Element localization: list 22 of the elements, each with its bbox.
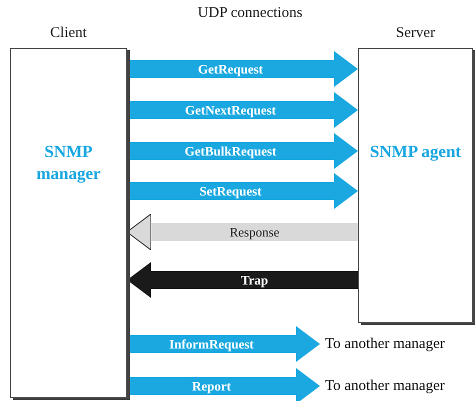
edge-label: InformRequest — [169, 338, 254, 350]
edge-label: Report — [192, 380, 231, 392]
connection-label: UDP connections — [196, 4, 304, 22]
node-title: SNMP manager — [35, 141, 102, 186]
edge-label: Trap — [240, 274, 268, 286]
block-arrow — [127, 326, 320, 362]
edge-label: GetRequest — [198, 62, 263, 76]
block-arrow — [127, 92, 358, 128]
block-arrow — [127, 368, 320, 401]
destination-text: To another manager — [325, 334, 470, 354]
destination-text: To another manager — [325, 376, 470, 396]
node-heading: Server — [394, 25, 436, 42]
block-arrow — [127, 133, 358, 169]
block-arrow — [127, 262, 358, 298]
node-heading: Client — [49, 25, 88, 42]
block-arrow — [127, 51, 358, 87]
node-title: SNMP agent — [368, 141, 462, 163]
block-arrow — [127, 173, 358, 209]
edge-label: SetRequest — [199, 184, 262, 198]
edge-label: GetBulkRequest — [184, 144, 276, 158]
edge-label: GetNextRequest — [185, 104, 276, 116]
edge-label: Response — [230, 226, 280, 238]
